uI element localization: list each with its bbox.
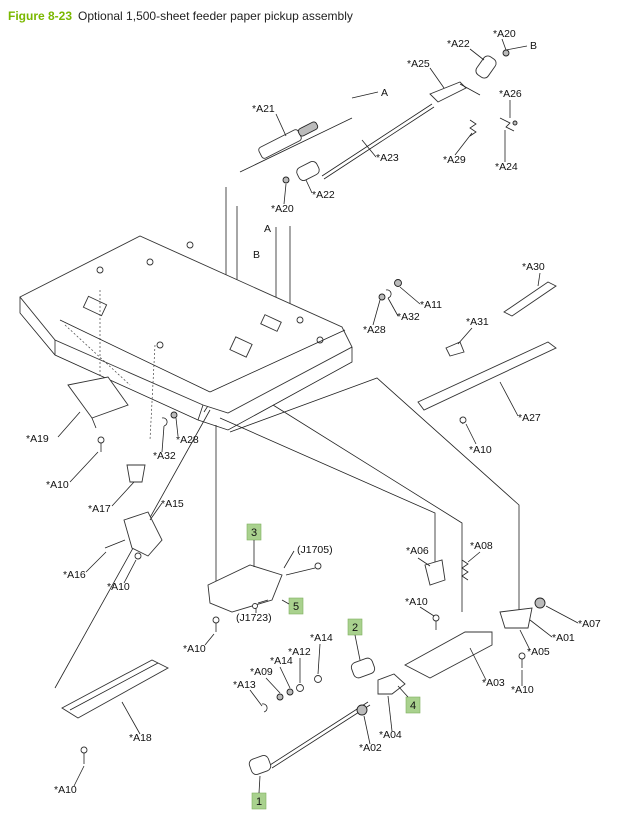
svg-text:5: 5 [293, 601, 299, 613]
label-a02: *A02 [359, 742, 382, 754]
label-a07: *A07 [578, 618, 601, 630]
label-j1723: (J1723) [236, 612, 272, 624]
label-a19: *A19 [26, 433, 49, 445]
label-a15: *A15 [161, 498, 184, 510]
figure-title: Figure 8-23 Optional 1,500-sheet feeder p… [8, 9, 353, 23]
label-a22-mid: *A22 [312, 189, 335, 201]
label-a28-left: *A28 [176, 434, 199, 446]
label-a23: *A23 [376, 152, 399, 164]
label-a11: *A11 [420, 299, 442, 311]
label-a12: *A12 [288, 646, 311, 658]
callout-1: 1 [251, 775, 267, 810]
label-b-mid: B [253, 249, 260, 261]
label-b-top: B [530, 40, 537, 52]
label-a-mid: A [264, 223, 271, 235]
label-a32-right: *A32 [397, 311, 420, 323]
left-side-parts [67, 376, 178, 560]
label-a20-top: *A20 [493, 28, 516, 40]
label-a09: *A09 [250, 666, 273, 678]
solenoid-assembly [207, 562, 322, 632]
drive-assembly [261, 559, 546, 713]
feeder-chassis [19, 235, 353, 441]
label-a03: *A03 [482, 677, 505, 689]
label-a10-left-top: *A10 [46, 479, 69, 491]
label-a-top: A [381, 87, 388, 99]
label-a20-mid: *A20 [271, 203, 294, 215]
figure-caption: Optional 1,500-sheet feeder paper pickup… [78, 9, 353, 23]
label-j1705: (J1705) [297, 544, 333, 556]
callout-5: 5 [281, 597, 304, 615]
label-leaders [57, 38, 579, 787]
pickup-roller-shaft [248, 701, 371, 775]
svg-text:4: 4 [410, 700, 416, 712]
svg-text:2: 2 [352, 622, 358, 634]
label-a17: *A17 [88, 503, 111, 515]
svg-text:3: 3 [251, 527, 257, 539]
label-a32-left: *A32 [153, 450, 176, 462]
label-a10-right-top: *A10 [469, 444, 492, 456]
label-a28-right: *A28 [363, 324, 386, 336]
label-a01: *A01 [552, 632, 575, 644]
figure-number: Figure 8-23 [8, 9, 73, 23]
label-a06: *A06 [406, 545, 429, 557]
callout-4: 4 [397, 685, 421, 714]
label-a18: *A18 [129, 732, 152, 744]
label-a30: *A30 [522, 261, 545, 273]
right-rail-parts [378, 279, 557, 425]
callouts: 3 5 2 4 1 [246, 523, 421, 810]
label-a08: *A08 [470, 540, 493, 552]
label-a10-center: *A10 [183, 643, 206, 655]
svg-text:1: 1 [256, 796, 262, 808]
label-a25: *A25 [407, 58, 430, 70]
label-a05: *A05 [527, 646, 550, 658]
callout-3: 3 [246, 523, 262, 567]
upper-shaft-assembly [239, 49, 518, 184]
label-a21: *A21 [252, 103, 275, 115]
lower-guide [61, 659, 169, 764]
label-a13: *A13 [233, 679, 256, 691]
label-a04: *A04 [379, 729, 402, 741]
label-a31: *A31 [466, 316, 489, 328]
callout-2: 2 [347, 618, 363, 661]
label-a27: *A27 [518, 412, 541, 424]
label-a22-top: *A22 [447, 38, 470, 50]
label-a10-bottom-left: *A10 [54, 784, 77, 796]
label-a29: *A29 [443, 154, 466, 166]
label-a26: *A26 [499, 88, 522, 100]
label-a24: *A24 [495, 161, 518, 173]
label-a10-left-mid: *A10 [107, 581, 130, 593]
label-a14-top: *A14 [310, 632, 333, 644]
label-a16: *A16 [63, 569, 86, 581]
label-a10-center-right: *A10 [405, 596, 428, 608]
label-a10-bottom-right: *A10 [511, 684, 534, 696]
part-labels: *A20 B *A22 *A25 A *A26 *A21 *A23 *A29 *… [26, 28, 601, 796]
label-a14-mid: *A14 [270, 655, 293, 667]
